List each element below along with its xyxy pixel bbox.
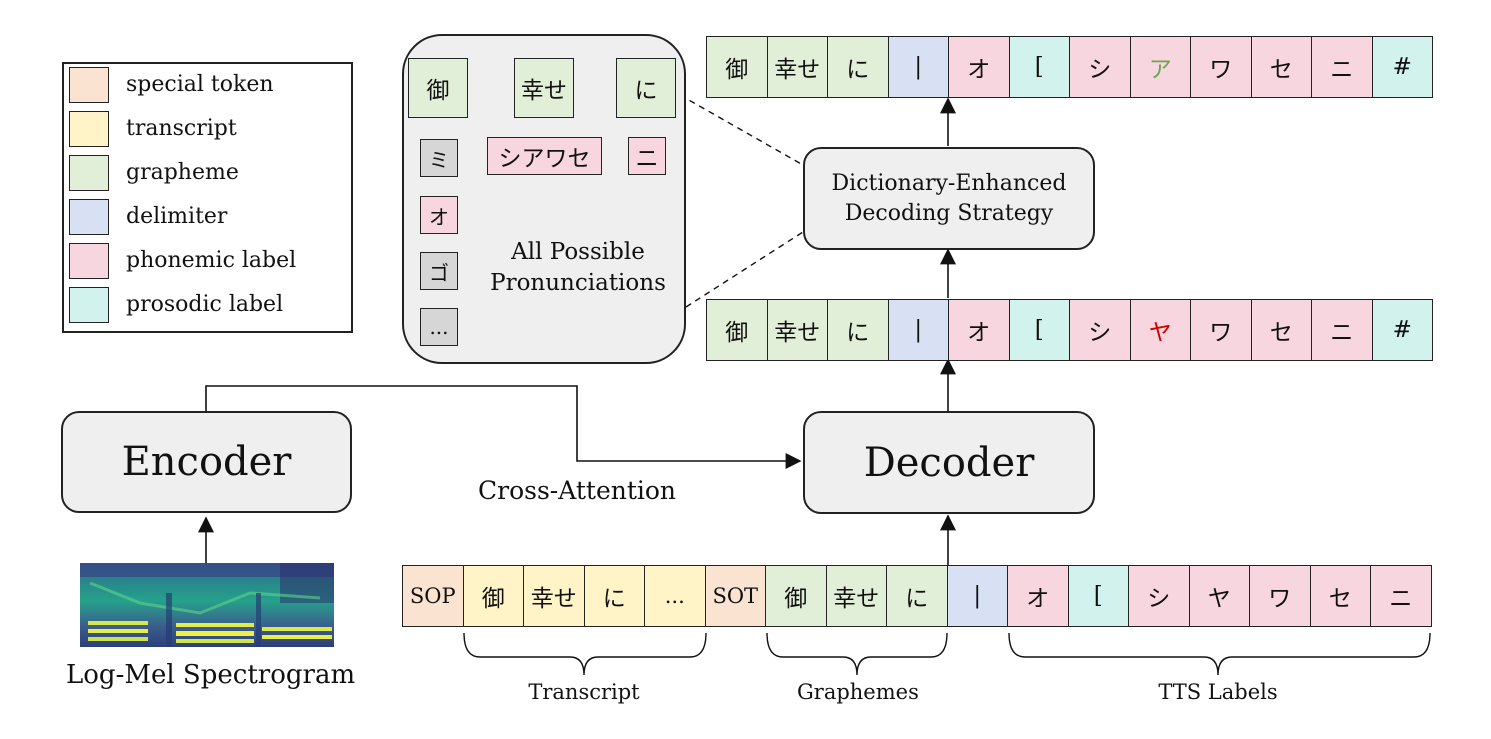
token: オ <box>1007 565 1069 627</box>
legend-label-special: special token <box>126 72 274 97</box>
token: SOT <box>704 565 766 627</box>
arrow-cross-attention <box>205 385 802 469</box>
token: ニ <box>1311 36 1373 98</box>
token: [ <box>1008 299 1070 361</box>
token: # <box>1371 36 1433 98</box>
pronunciation-candidate: オ <box>420 196 458 234</box>
token: ワ <box>1190 299 1252 361</box>
cross-attention-label: Cross-Attention <box>478 476 677 505</box>
token: ワ <box>1249 565 1311 627</box>
legend-swatch-delimiter <box>69 199 109 235</box>
token: | <box>887 299 949 361</box>
pronunciation-candidate: ... <box>420 308 458 346</box>
token: ニ <box>1370 565 1432 627</box>
token: セ <box>1250 299 1312 361</box>
token: [ <box>1008 36 1070 98</box>
legend-swatch-special <box>69 67 109 103</box>
dashed-link-top <box>679 94 804 166</box>
decoding-strategy-line2: Decoding Strategy <box>844 200 1054 226</box>
token: SOP <box>402 565 464 627</box>
brace-label-transcript: Transcript <box>528 680 640 704</box>
token: に <box>583 565 645 627</box>
legend-swatch-grapheme <box>69 155 109 191</box>
token: に <box>886 565 948 627</box>
legend-label-phonemic: phonemic label <box>126 248 297 273</box>
pronunciation-candidate: ゴ <box>420 252 458 290</box>
token: 幸せ <box>766 299 828 361</box>
spectrogram-label: Log-Mel Spectrogram <box>66 660 356 690</box>
token: セ <box>1250 36 1312 98</box>
token: に <box>827 299 889 361</box>
token: | <box>887 36 949 98</box>
pronunciations-caption-line2: Pronunciations <box>490 270 666 296</box>
legend-label-transcript: transcript <box>126 116 237 141</box>
token: ヤ <box>1188 565 1250 627</box>
pronunciation-right: ニ <box>628 137 666 175</box>
pronunciation-candidate: ミ <box>420 139 458 177</box>
pronunciations-caption-line1: All Possible <box>511 239 645 265</box>
token: シ <box>1069 299 1131 361</box>
token: 御 <box>765 565 827 627</box>
legend-label-grapheme: grapheme <box>126 160 239 185</box>
dashed-link-bottom <box>685 231 804 308</box>
token: ワ <box>1190 36 1252 98</box>
brace-transcript <box>463 632 707 676</box>
log-mel-spectrogram-image <box>80 563 334 647</box>
token: 幸せ <box>825 565 887 627</box>
token: [ <box>1067 565 1129 627</box>
token: 幸せ <box>523 565 585 627</box>
brace-label-tts: TTS Labels <box>1158 680 1278 704</box>
brace-tts <box>1008 632 1431 676</box>
legend-label-prosodic: prosodic label <box>126 292 284 317</box>
token: # <box>1371 299 1433 361</box>
legend-swatch-prosodic <box>69 287 109 323</box>
token: ... <box>644 565 706 627</box>
legend-label-delimiter: delimiter <box>126 204 228 229</box>
token: セ <box>1309 565 1371 627</box>
token: ニ <box>1311 299 1373 361</box>
token: 御 <box>462 565 524 627</box>
token: に <box>827 36 889 98</box>
pronunciation-grapheme: に <box>616 58 676 118</box>
decoder-block: Decoder <box>803 411 1095 514</box>
token: オ <box>948 36 1010 98</box>
token: ヤ <box>1129 299 1191 361</box>
token: 御 <box>706 36 768 98</box>
legend-swatch-transcript <box>69 111 109 147</box>
token: | <box>946 565 1008 627</box>
pronunciation-grapheme: 幸せ <box>514 58 574 118</box>
token: シ <box>1069 36 1131 98</box>
token: 御 <box>706 299 768 361</box>
legend <box>62 62 353 333</box>
decoding-strategy-line1: Dictionary-Enhanced <box>831 170 1067 196</box>
brace-label-graphemes: Graphemes <box>797 680 919 704</box>
pronunciation-middle: シアワセ <box>487 137 602 175</box>
decoding-strategy-block: Dictionary-Enhanced Decoding Strategy <box>803 147 1095 250</box>
legend-swatch-phonemic <box>69 243 109 279</box>
token: ア <box>1129 36 1191 98</box>
encoder-block: Encoder <box>61 411 352 513</box>
token: シ <box>1128 565 1190 627</box>
brace-graphemes <box>766 632 948 676</box>
token: オ <box>948 299 1010 361</box>
pronunciation-grapheme: 御 <box>408 58 468 118</box>
token: 幸せ <box>766 36 828 98</box>
